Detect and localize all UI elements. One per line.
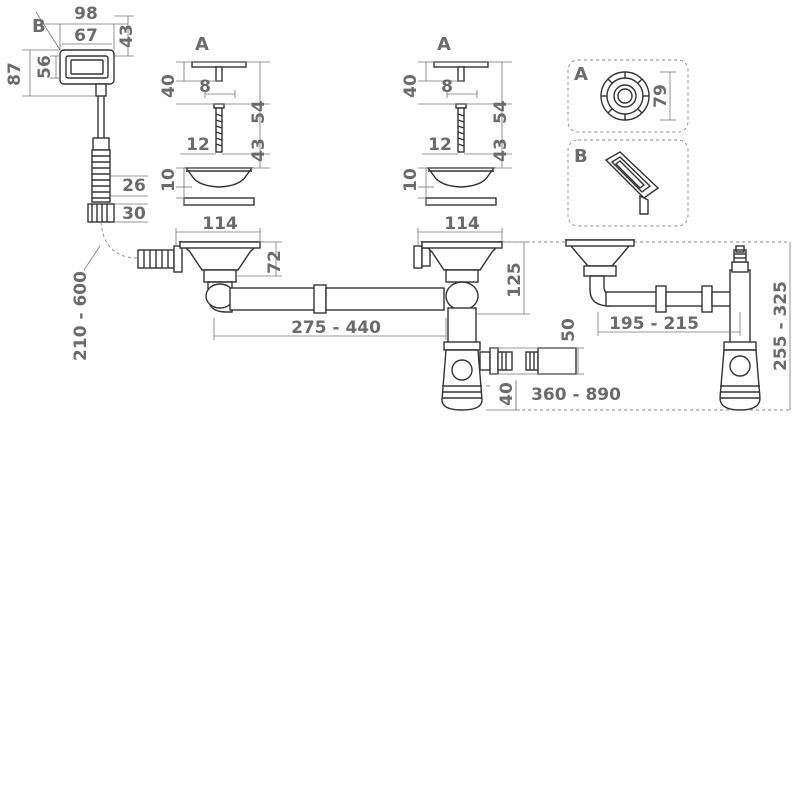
overflow-neck: [95, 83, 107, 97]
plug-cap-2: [433, 61, 489, 68]
waste-flange-2: [421, 241, 503, 249]
side-outlet-dia: 50: [559, 318, 579, 342]
overflow-height-total: 87: [5, 62, 25, 86]
right-trap-nut: [723, 341, 757, 351]
overflow-corrugated-hose: [91, 149, 111, 203]
waste-flange-3: [565, 239, 635, 247]
right-trap-window: [729, 355, 751, 377]
overflow-depth: 43: [117, 24, 137, 48]
plug-height-2: 40: [401, 74, 421, 98]
right-waste-assembly: [564, 239, 761, 411]
center-tee: [445, 281, 479, 311]
plug-1-part-label: A: [195, 34, 209, 55]
overflow-hose-nut: [87, 203, 115, 223]
waste-flange-1: [179, 241, 261, 249]
parts-stack-2-dimension-lines: [417, 61, 512, 245]
outlet-extension: 360 - 890: [531, 385, 621, 405]
right-tee-cap: [731, 261, 749, 273]
plug-length-1: 54: [249, 100, 269, 124]
overflow-part-label: B: [32, 16, 46, 37]
right-pipe-1: [605, 291, 659, 307]
overflow-dimension-lines: [22, 11, 148, 271]
detail-a-center: [613, 84, 637, 108]
outlet-extension-fitting: [525, 347, 577, 375]
screw-2: [455, 103, 467, 153]
connector-coupling: [313, 284, 327, 314]
overflow-hose-length: 210 - 600: [71, 271, 91, 361]
side-overflow-port: [413, 245, 431, 269]
parts-stack-2: [425, 61, 497, 206]
right-pipe-3: [711, 291, 733, 307]
waste-nut-1: [203, 269, 237, 283]
connector-pipe-left: [229, 287, 317, 311]
waste-depth-2: 125: [505, 262, 525, 298]
trap-window: [451, 359, 473, 381]
plug-stem-2: [457, 66, 465, 82]
strainer-height-1: 10: [159, 168, 179, 192]
connector-pipe-right: [325, 287, 445, 311]
detail-a-box: [567, 59, 689, 133]
screw-width-1: 12: [186, 135, 210, 155]
detail-a-label: A: [574, 64, 588, 85]
strainer-basket-1: [184, 167, 254, 188]
waste-dia-2: 114: [444, 214, 480, 234]
plug-width-2: 8: [441, 77, 453, 97]
trap-offset: 40: [497, 382, 517, 406]
detail-b-box: [567, 139, 689, 227]
parts-stack-1-dimension-lines: [175, 61, 270, 245]
screw-length-2: 43: [491, 138, 511, 162]
overflow-width-total: 98: [74, 4, 98, 24]
detail-b-label: B: [574, 146, 588, 167]
overflow-height-inner: 56: [35, 55, 55, 79]
overflow-cover-inner: [65, 55, 109, 79]
pipe-run-right: 195 - 215: [609, 314, 699, 334]
right-coupling-1: [655, 285, 667, 313]
side-outlet: [479, 347, 513, 375]
detail-b-cover: [604, 151, 660, 199]
screw-width-2: 12: [428, 135, 452, 155]
strainer-basket-2: [426, 167, 496, 188]
parts-stack-1: [183, 61, 255, 206]
plug-2-part-label: A: [437, 34, 451, 55]
waste-dia-1: 114: [202, 214, 238, 234]
right-assembly-dimension-lines: [597, 242, 791, 410]
gasket-1: [183, 197, 255, 206]
plug-width-1: 8: [199, 77, 211, 97]
right-coupling-2: [701, 285, 713, 313]
screw-1: [213, 103, 225, 153]
connector-length: 275 - 440: [291, 318, 381, 338]
right-tee-spigot: [733, 249, 747, 263]
detail-b-spigot: [639, 194, 649, 215]
plug-stem-1: [215, 66, 223, 82]
overflow-width-inner: 67: [74, 26, 98, 46]
center-down-pipe: [447, 307, 477, 345]
overflow-coupling: [92, 137, 110, 151]
right-pipe-2: [665, 291, 705, 307]
screw-length-1: 43: [249, 138, 269, 162]
plug-height-1: 40: [159, 74, 179, 98]
waste-nut-2: [445, 269, 479, 283]
waste-nut-3: [583, 265, 617, 277]
overflow-hose-path: [100, 221, 139, 259]
main-waste-assembly: [137, 241, 577, 411]
strainer-height-2: 10: [401, 168, 421, 192]
gasket-2: [425, 197, 497, 206]
overflow-cover-slot: [70, 59, 104, 75]
plug-length-2: 54: [491, 100, 511, 124]
detail-a-dia: 79: [651, 84, 671, 108]
waste-depth-1: 72: [265, 250, 285, 274]
plug-cap-1: [191, 61, 247, 68]
trap-height-right: 255 - 325: [771, 281, 791, 371]
overflow-hose-dia2: 30: [122, 204, 146, 224]
overflow-spigot: [137, 245, 183, 273]
trap-nut: [443, 341, 481, 351]
overflow-hose-dia1: 26: [122, 176, 146, 196]
overflow-assembly: [59, 49, 139, 259]
